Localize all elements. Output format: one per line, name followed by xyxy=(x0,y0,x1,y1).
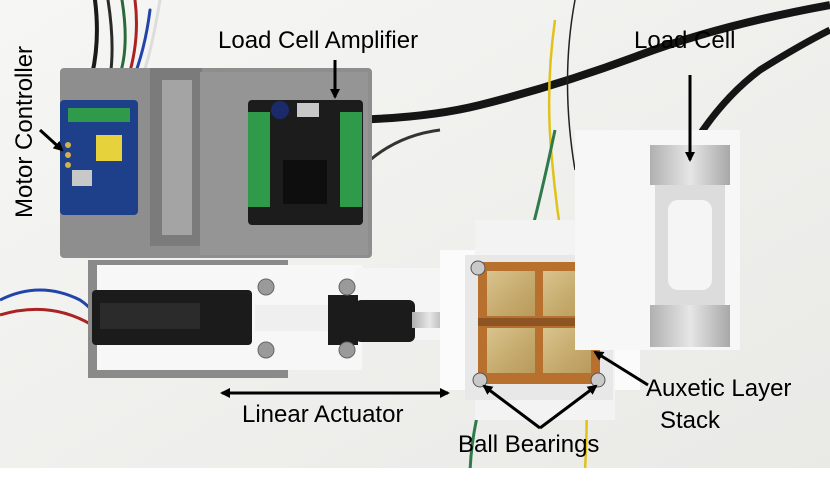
label-ball-bearings: Ball Bearings xyxy=(458,431,600,458)
label-linear-actuator: Linear Actuator xyxy=(242,401,404,428)
arrow-bearing-left xyxy=(482,384,541,430)
cable-black-2 xyxy=(686,26,830,152)
cable-black xyxy=(329,1,830,124)
arrow-motor-controller xyxy=(38,128,64,152)
motor-controller-board xyxy=(60,100,138,215)
label-load-cell-amplifier: Load Cell Amplifier xyxy=(218,27,419,54)
load-cell-amplifier-board xyxy=(248,100,363,225)
label-auxetic-line2: Stack xyxy=(660,407,721,434)
linear-actuator-body xyxy=(92,290,447,345)
load-cell-assembly xyxy=(575,130,740,350)
wire-thin xyxy=(566,0,576,171)
arrow-auxetic xyxy=(593,350,649,387)
label-load-cell: Load Cell xyxy=(634,27,736,54)
bottom-margin xyxy=(0,468,830,478)
arrow-bearing-right xyxy=(539,384,598,430)
wire-amp xyxy=(369,128,441,162)
annotation-arrows xyxy=(38,60,695,430)
label-motor-controller: Motor Controller xyxy=(11,45,38,218)
wire-left-2 xyxy=(0,307,93,327)
label-auxetic-line1: Auxetic Layer xyxy=(646,375,792,402)
